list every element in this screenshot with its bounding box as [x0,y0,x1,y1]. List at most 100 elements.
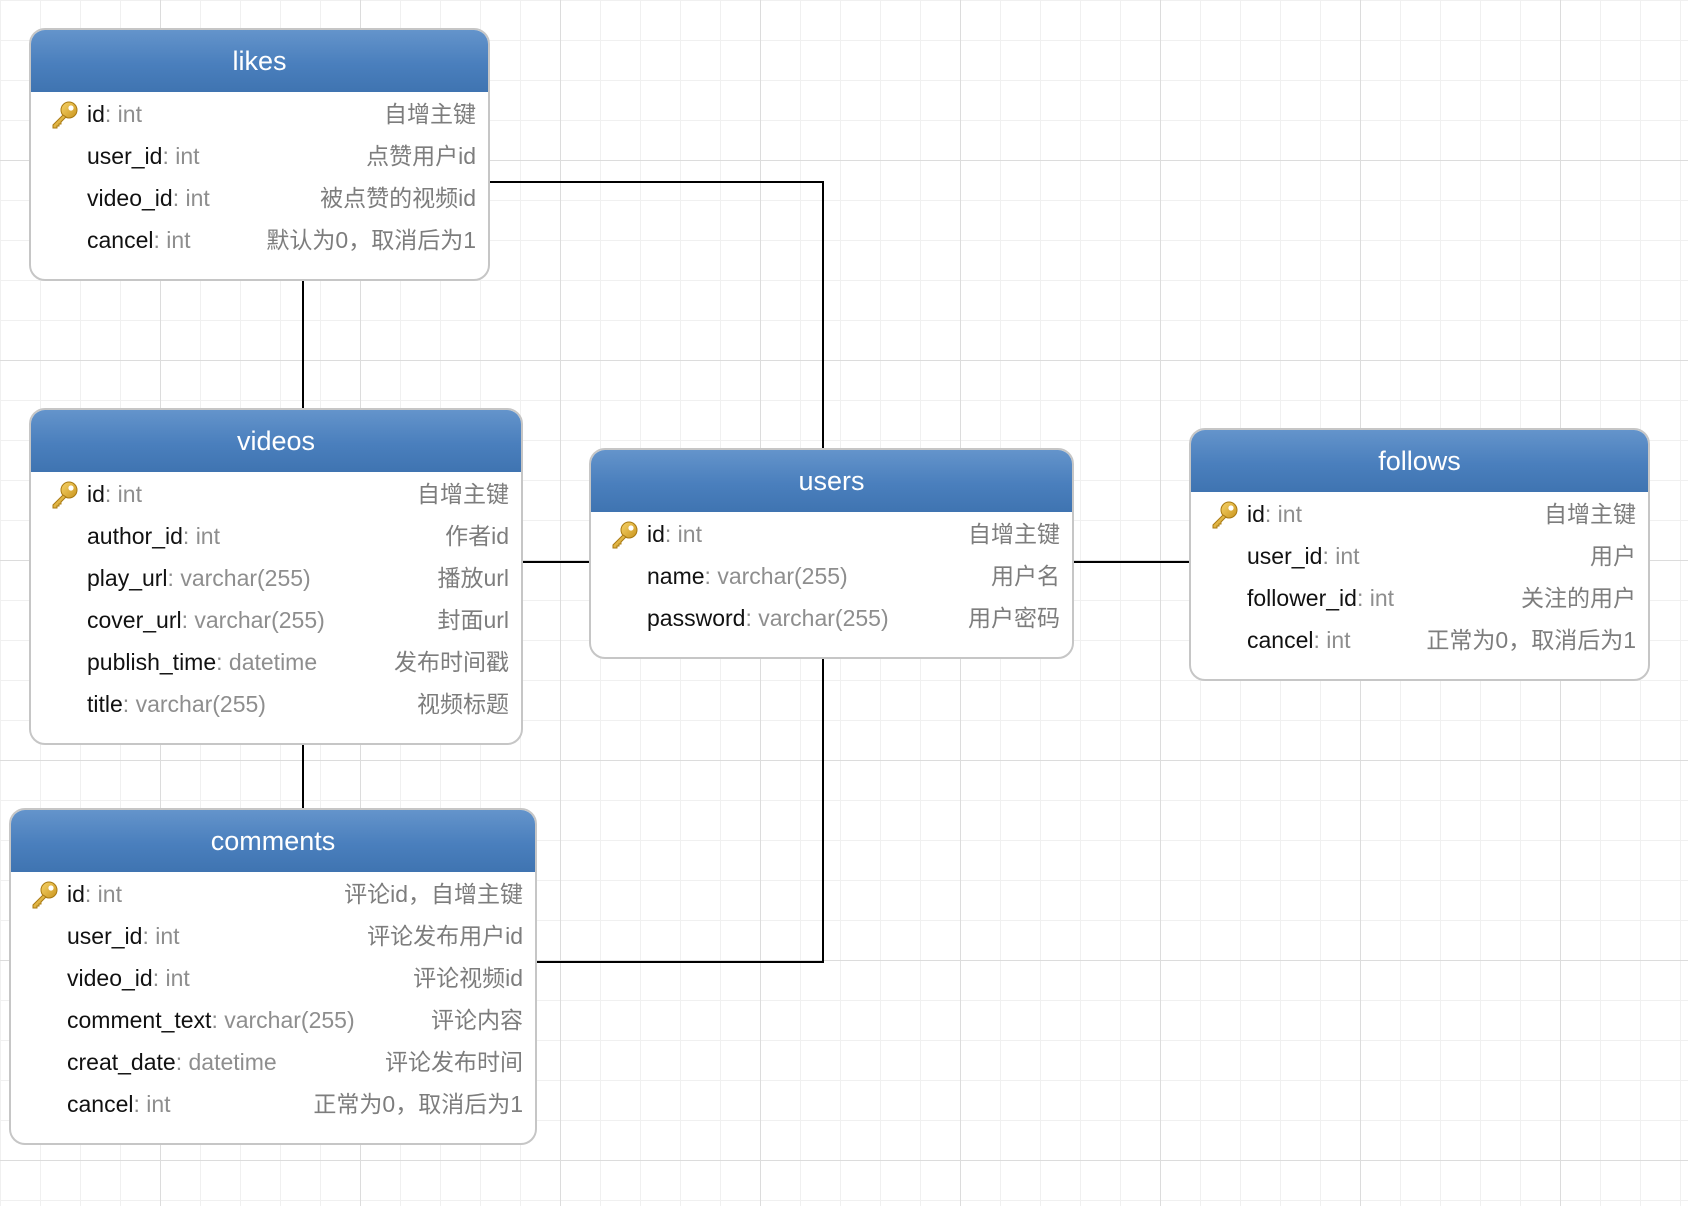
field-name: follower_id [1247,585,1357,611]
field-name: name [647,563,705,589]
field-type: : int [1356,585,1395,611]
field-comment: 评论id，自增主键 [344,881,523,907]
field-definition: id: int [647,513,702,555]
field-comment: 被点赞的视频id [320,185,476,211]
field-type: : int [104,481,142,507]
field-row[interactable]: id: int 自增主键 [31,473,521,515]
field-comment: 评论视频id [413,965,523,991]
field-name: play_url [87,565,168,591]
field-name: user_id [1247,543,1323,569]
field-comment: 自增主键 [968,521,1060,547]
relation-line-comments-users [536,657,824,963]
field-definition: video_id: int [67,957,190,999]
field-row[interactable]: password: varchar(255) 用户密码 [591,597,1072,639]
field-name: id [87,481,105,507]
field-row[interactable]: id: int 评论id，自增主键 [11,873,535,915]
field-row[interactable]: id: int 自增主键 [1191,493,1648,535]
field-name: cover_url [87,607,182,633]
field-definition: publish_time: datetime [87,641,317,683]
field-row[interactable]: title: varchar(255)视频标题 [31,683,521,725]
field-type: : int [142,923,180,949]
field-row[interactable]: name: varchar(255)用户名 [591,555,1072,597]
field-type: : varchar(255) [211,1007,355,1033]
field-comment: 评论发布用户id [367,923,523,949]
primary-key-icon [609,520,639,550]
field-row[interactable]: id: int 自增主键 [591,513,1072,555]
field-name: user_id [67,923,143,949]
field-type: : varchar(255) [704,563,848,589]
field-row[interactable]: follower_id: int 关注的用户 [1191,577,1648,619]
field-type: : varchar(255) [181,607,325,633]
field-name: publish_time [87,649,217,675]
field-name: comment_text [67,1007,212,1033]
field-name: password [647,605,746,631]
field-type: : int [1322,543,1360,569]
field-comment: 评论内容 [431,1007,523,1033]
field-comment: 作者id [445,523,509,549]
field-name: creat_date [67,1049,176,1075]
field-name: cancel [1247,627,1314,653]
field-type: : int [182,523,220,549]
field-comment: 默认为0，取消后为1 [266,227,476,253]
field-comment: 自增主键 [1544,501,1636,527]
field-name: title [87,691,123,717]
field-type: : varchar(255) [745,605,889,631]
field-type: : int [664,521,702,547]
field-name: id [87,101,105,127]
field-definition: user_id: int [67,915,180,957]
primary-key-icon [29,880,59,910]
field-definition: password: varchar(255) [647,597,889,639]
field-type: : datetime [216,649,318,675]
field-name: video_id [67,965,153,991]
field-definition: id: int [87,473,142,515]
field-definition: id: int [1247,493,1302,535]
field-name: cancel [67,1091,134,1117]
field-type: : int [133,1091,171,1117]
primary-key-icon [49,480,79,510]
field-definition: title: varchar(255) [87,683,266,725]
field-row[interactable]: cover_url: varchar(255)封面url [31,599,521,641]
field-comment: 用户密码 [968,605,1060,631]
field-name: id [67,881,85,907]
field-type: : int [104,101,142,127]
field-definition: play_url: varchar(255) [87,557,311,599]
field-row[interactable]: user_id: int 评论发布用户id [11,915,535,957]
field-comment: 播放url [437,565,509,591]
field-type: : int [162,143,200,169]
field-row[interactable]: publish_time: datetime 发布时间戳 [31,641,521,683]
field-definition: cancel: int [87,219,191,261]
field-definition: user_id: int [87,135,200,177]
field-row[interactable]: video_id: int 评论视频id [11,957,535,999]
primary-key-icon [1209,500,1239,530]
field-comment: 自增主键 [417,481,509,507]
field-type: : int [1313,627,1351,653]
field-definition: id: int [67,873,122,915]
field-type: : int [172,185,210,211]
field-row[interactable]: user_id: int 用户 [1191,535,1648,577]
field-row[interactable]: comment_text: varchar(255) 评论内容 [11,999,535,1041]
field-comment: 关注的用户 [1521,585,1636,611]
field-definition: comment_text: varchar(255) [67,999,355,1041]
field-row[interactable]: cancel: int 默认为0，取消后为1 [31,219,488,261]
field-definition: creat_date: datetime [67,1041,277,1083]
field-type: : varchar(255) [167,565,311,591]
field-comment: 用户 [1590,543,1636,569]
field-comment: 发布时间戳 [394,649,509,675]
field-type: : int [84,881,122,907]
field-row[interactable]: play_url: varchar(255) 播放url [31,557,521,599]
